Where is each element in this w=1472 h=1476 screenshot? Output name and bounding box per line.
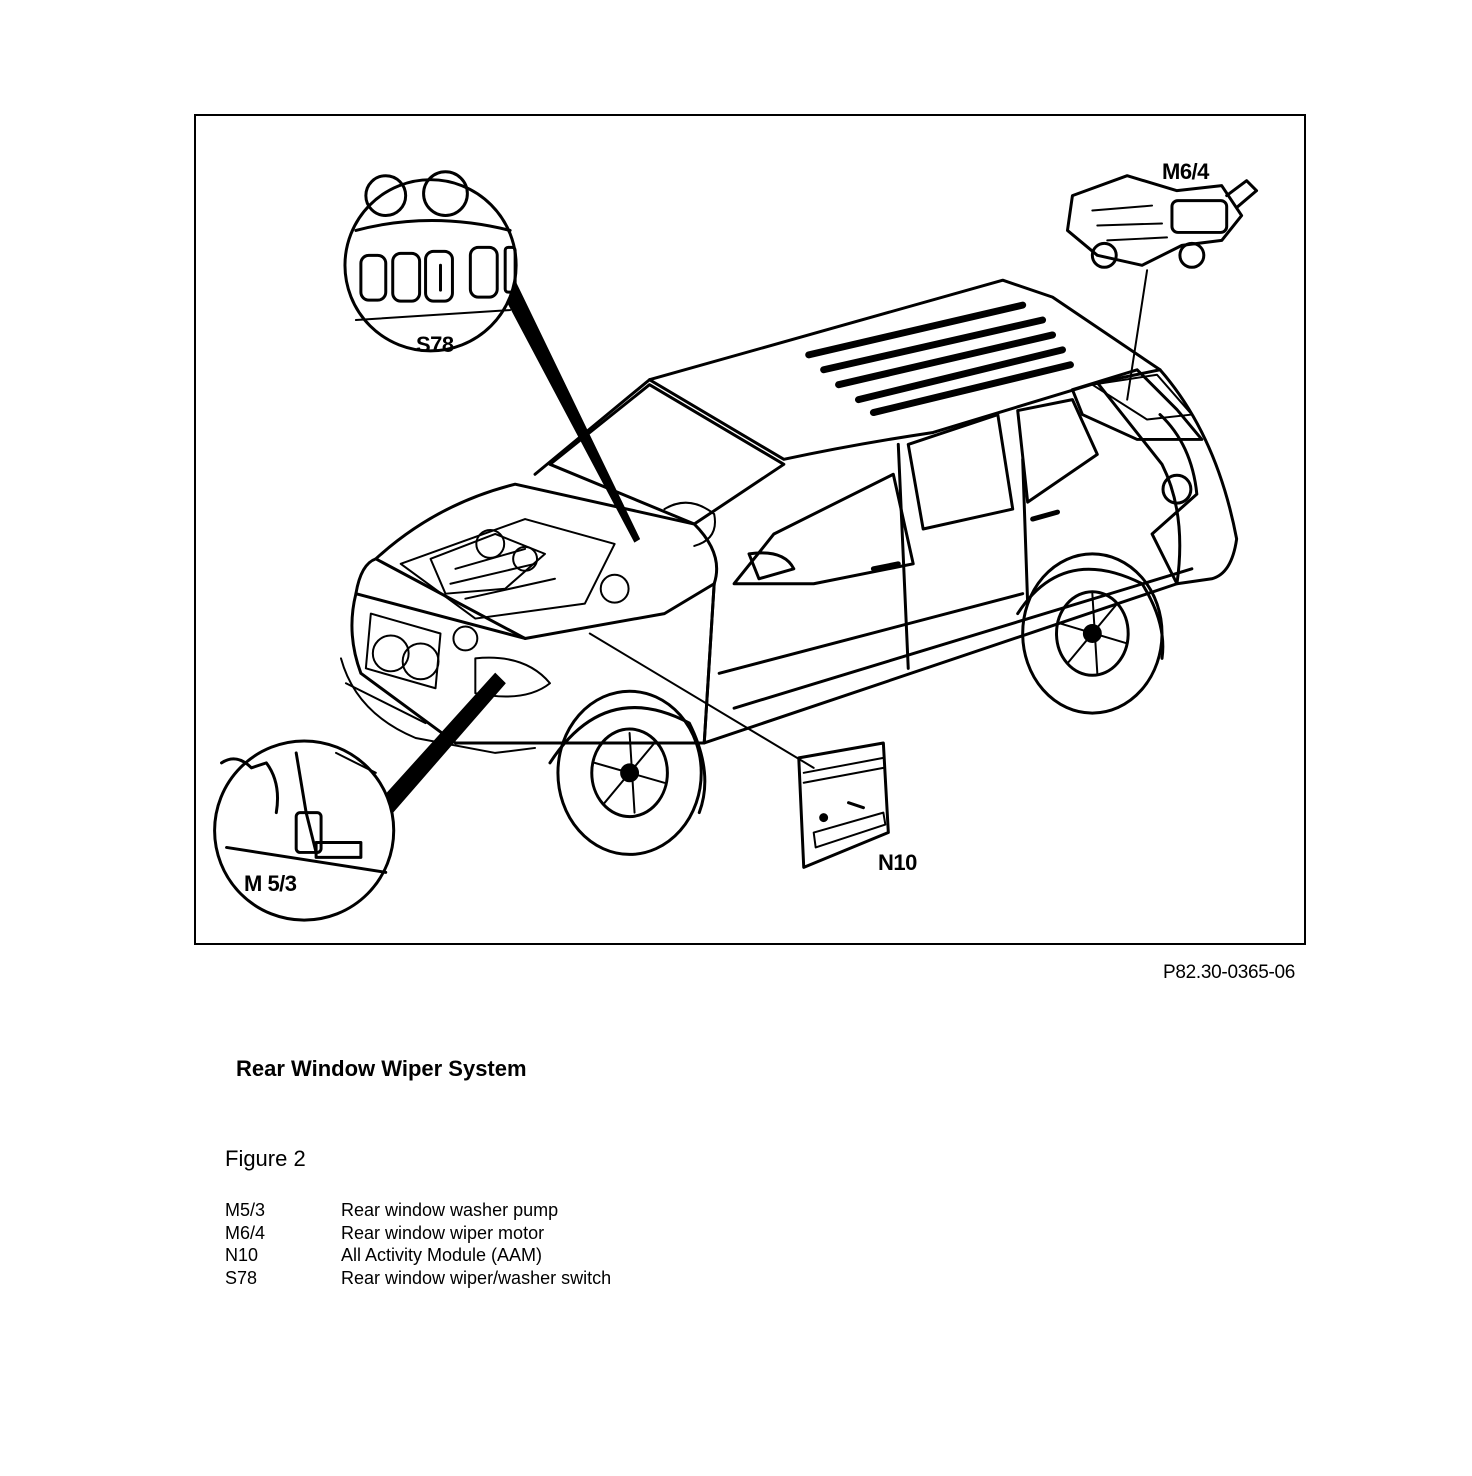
legend-item: M5/3 Rear window washer pump xyxy=(225,1199,611,1222)
legend-description: Rear window washer pump xyxy=(341,1200,559,1220)
legend: M5/3 Rear window washer pump M6/4 Rear w… xyxy=(225,1199,611,1289)
legend-code: M6/4 xyxy=(225,1222,266,1243)
vehicle-body xyxy=(339,278,1239,754)
figure-label: Figure 2 xyxy=(225,1146,306,1171)
callout-m64: M6/4 xyxy=(1162,159,1209,184)
callout-n10: N10 xyxy=(878,850,917,875)
rear-wheel xyxy=(1016,552,1165,715)
legend-description: Rear window wiper/washer switch xyxy=(341,1267,612,1288)
page-title: Rear Window Wiper System xyxy=(236,1056,527,1081)
figure-reference-code: P82.30-0365-06 xyxy=(1163,962,1296,983)
legend-code: M5/3 xyxy=(225,1200,266,1220)
callout-s78: S78 xyxy=(416,332,454,357)
n10-detail xyxy=(588,632,890,869)
legend-item: N10 All Activity Module (AAM) xyxy=(225,1244,611,1267)
s78-detail xyxy=(343,170,641,543)
legend-description: Rear window wiper motor xyxy=(341,1222,545,1243)
legend-code: S78 xyxy=(225,1267,258,1288)
legend-item: S78 Rear window wiper/washer switch xyxy=(225,1267,611,1290)
m64-detail xyxy=(1065,174,1259,401)
callout-m53: M 5/3 xyxy=(244,871,297,896)
m53-detail xyxy=(213,672,506,922)
figure-frame: S78 M6/4 N10 M 5/3 xyxy=(194,114,1306,945)
front-wheel xyxy=(548,689,707,856)
legend-description: All Activity Module (AAM) xyxy=(341,1245,543,1265)
legend-item: M6/4 Rear window wiper motor xyxy=(225,1222,611,1245)
vehicle-illustration xyxy=(213,170,1259,922)
legend-code: N10 xyxy=(225,1245,259,1265)
